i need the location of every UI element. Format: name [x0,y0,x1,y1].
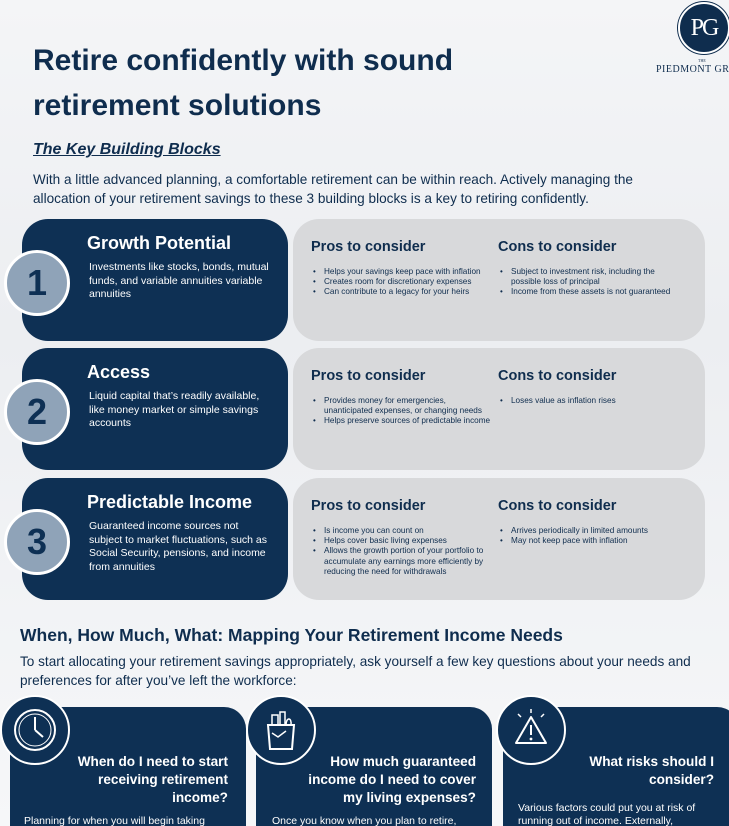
pros-cons-card: Pros to consider Helps your savings keep… [293,219,705,341]
block-title: Growth Potential [87,233,231,253]
question-title: What risks should I consider? [589,754,714,787]
block-description: Guaranteed income sources not subject to… [89,520,268,573]
building-block-access: 2 Access Liquid capital that’s readily a… [0,348,729,470]
pros-item: Creates room for discretionary expenses [311,277,493,287]
cons-item: Subject to investment risk, including th… [498,267,678,287]
piedmont-logo[interactable]: PG THE PIEDMONT GR [654,0,729,84]
mapping-intro: To start allocating your retirement savi… [20,654,691,688]
block-description: Liquid capital that’s readily available,… [89,390,260,429]
pros-list: Is income you can count on Helps cover b… [311,526,501,577]
pros-list: Provides money for emergencies, unantici… [311,396,493,427]
pros-cons-card: Pros to consider Is income you can count… [293,478,705,600]
page-title: Retire confidently with sound retirement… [33,44,454,122]
intro-text: With a little advanced planning, a comfo… [33,172,633,206]
question-title: How much guaranteed income do I need to … [308,754,476,805]
pros-item: Helps your savings keep pace with inflat… [311,267,493,277]
cons-title: Cons to consider [498,239,617,255]
pros-item: Is income you can count on [311,526,501,536]
block-description: Investments like stocks, bonds, mutual f… [89,261,269,300]
cons-item: Arrives periodically in limited amounts [498,526,678,536]
cons-item: Loses value as inflation rises [498,396,678,406]
building-block-growth: 1 Growth Potential Investments like stoc… [0,219,729,341]
grocery-bag-icon [246,695,316,765]
pros-cons-card: Pros to consider Provides money for emer… [293,348,705,470]
section-subtitle: The Key Building Blocks [33,141,221,158]
question-text: Various factors could put you at risk of… [518,802,696,826]
pros-title: Pros to consider [311,368,426,384]
pros-title: Pros to consider [311,239,426,255]
cons-list: Subject to investment risk, including th… [498,267,678,298]
question-title: When do I need to start receiving retire… [77,754,228,805]
question-text: Planning for when you will begin taking [24,815,205,826]
warning-icon [496,695,566,765]
cons-title: Cons to consider [498,368,617,384]
pros-list: Helps your savings keep pace with inflat… [311,267,493,298]
logo-the: THE [698,58,706,63]
pros-item: Helps preserve sources of predictable in… [311,416,493,426]
question-text: Once you know when you plan to retire, [272,815,457,826]
cons-list: Loses value as inflation rises [498,396,678,406]
block-number: 3 [4,509,70,575]
pros-item: Provides money for emergencies, unantici… [311,396,493,416]
block-title: Predictable Income [87,492,253,512]
mapping-title: When, How Much, What: Mapping Your Retir… [20,625,563,645]
block-title: Access [87,362,151,382]
cons-item: Income from these assets is not guarante… [498,287,678,297]
pros-title: Pros to consider [311,498,426,514]
building-block-predictable-income: 3 Predictable Income Guaranteed income s… [0,478,729,600]
clock-icon [0,695,70,765]
pros-item: Can contribute to a legacy for your heir… [311,287,493,297]
block-number: 1 [4,250,70,316]
logo-name: PIEDMONT GR [656,64,729,75]
cons-item: May not keep pace with inflation [498,536,678,546]
logo-monogram: PG [678,2,729,54]
cons-list: Arrives periodically in limited amounts … [498,526,678,547]
cons-title: Cons to consider [498,498,617,514]
pros-item: Allows the growth portion of your portfo… [311,546,501,577]
pros-item: Helps cover basic living expenses [311,536,501,546]
block-number: 2 [4,379,70,445]
